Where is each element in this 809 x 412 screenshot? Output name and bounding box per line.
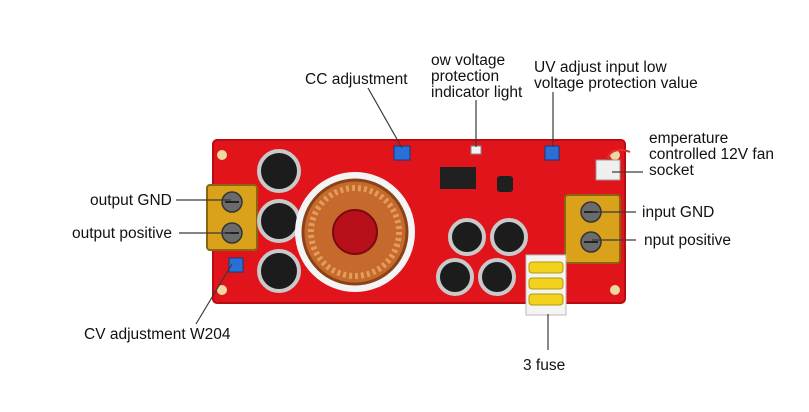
control-ic: [440, 167, 476, 189]
mounting-hole: [610, 285, 620, 295]
temp-fan-label: emperature controlled 12V fan socket: [649, 131, 774, 179]
cv-trimmer: [228, 257, 244, 273]
input-terminal-block: [564, 194, 621, 264]
uv-adjust-label-line: voltage protection value: [534, 75, 698, 92]
fuses: [525, 254, 567, 316]
fan-socket: [595, 159, 621, 181]
ov-indicator-label: ow voltage protection indicator light: [431, 53, 522, 101]
cc-trimmer: [393, 145, 411, 161]
ov-indicator-label-line: ow voltage: [431, 52, 506, 69]
output-terminal-block: [206, 184, 258, 251]
input-gnd-label: input GND: [642, 204, 715, 221]
uv-trimmer: [544, 145, 560, 161]
leader-lines: [176, 87, 643, 350]
temp-fan-label-line: emperature: [649, 130, 729, 147]
cv-adjustment-label: CV adjustment W204: [84, 326, 231, 343]
output-capacitors: [257, 149, 301, 293]
toroid-inductor: [295, 172, 415, 292]
ov-indicator-led: [470, 145, 482, 155]
temp-fan-label-line: controlled 12V fan: [649, 146, 774, 163]
leader-cc: [367, 87, 403, 149]
mounting-hole: [217, 285, 227, 295]
transistor: [497, 176, 513, 192]
input-positive-label: nput positive: [644, 232, 732, 249]
temp-fan-label-line: socket: [649, 162, 694, 179]
ov-indicator-label-line: protection: [431, 68, 500, 85]
uv-adjust-label-line: UV adjust input low: [534, 59, 667, 76]
mounting-hole: [217, 150, 227, 160]
ov-indicator-label-line: indicator light: [431, 84, 523, 101]
cc-adjustment-label: CC adjustment: [305, 71, 408, 88]
output-positive-label: output positive: [72, 225, 172, 242]
output-gnd-label: output GND: [90, 192, 172, 209]
input-capacitors: [436, 218, 528, 296]
uv-adjust-label: UV adjust input low voltage protection v…: [534, 60, 698, 92]
fuse-label: 3 fuse: [523, 357, 566, 374]
leader-cv: [195, 263, 233, 325]
